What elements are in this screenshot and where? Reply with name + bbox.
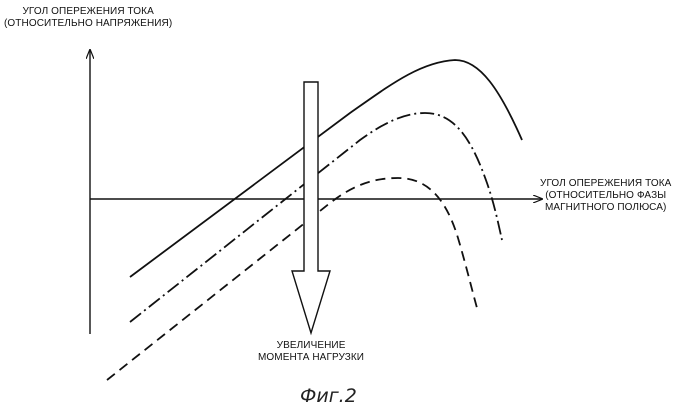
y-axis-label-line2: (ОТНОСИТЕЛЬНО НАПРЯЖЕНИЯ)	[4, 18, 172, 30]
figure-caption: Фиг.2	[300, 385, 357, 407]
load-increase-label-line1: УВЕЛИЧЕНИЕ	[258, 340, 364, 352]
y-axis-label-line1: УГОЛ ОПЕРЕЖЕНИЯ ТОКА	[4, 6, 172, 18]
x-axis-label: УГОЛ ОПЕРЕЖЕНИЯ ТОКА (ОТНОСИТЕЛЬНО ФАЗЫ …	[540, 178, 671, 214]
y-axis-label: УГОЛ ОПЕРЕЖЕНИЯ ТОКА (ОТНОСИТЕЛЬНО НАПРЯ…	[4, 6, 172, 30]
curve-solid	[130, 60, 522, 277]
x-axis-label-line2: (ОТНОСИТЕЛЬНО ФАЗЫ	[540, 190, 671, 202]
x-axis-label-line1: УГОЛ ОПЕРЕЖЕНИЯ ТОКА	[540, 178, 671, 190]
x-axis-label-line3: МАГНИТНОГО ПОЛЮСА)	[540, 202, 671, 214]
load-increase-label-line2: МОМЕНТА НАГРУЗКИ	[258, 352, 364, 364]
load-increase-label: УВЕЛИЧЕНИЕ МОМЕНТА НАГРУЗКИ	[258, 340, 364, 364]
